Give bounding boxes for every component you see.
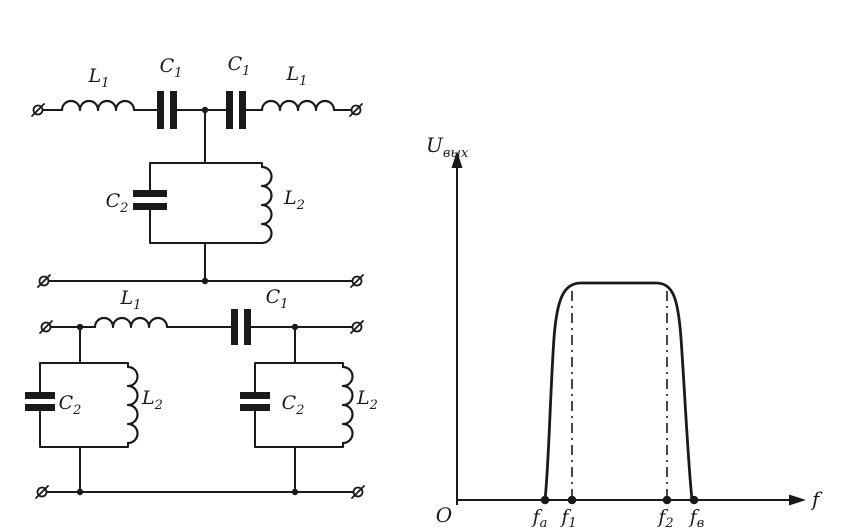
- x-axis-arrow-icon: [789, 494, 806, 506]
- label-capacitor-c2-left: C2: [59, 392, 82, 418]
- t-section-wires: [42, 109, 353, 282]
- terminal-top-left: [39, 320, 53, 334]
- frequency-response-graph: Uвых f O fа f1 f2 fв: [426, 133, 823, 529]
- junction-dot: [291, 488, 299, 496]
- terminal-bottom-left: [37, 274, 51, 288]
- axis-point-fv: [689, 495, 699, 505]
- junction-dot: [201, 106, 209, 114]
- capacitor-plate: [170, 91, 177, 129]
- label-inductor-l1: L1: [120, 287, 142, 313]
- axis-point-f2: [662, 495, 672, 505]
- capacitor-plate: [133, 190, 167, 197]
- inductor-l1-series: [93, 316, 169, 329]
- tick-label-f1: f1: [559, 506, 576, 529]
- capacitor-plate: [244, 309, 251, 345]
- capacitor-plate: [25, 404, 55, 411]
- junction-dot: [201, 277, 209, 285]
- tick-label-fa: fа: [531, 506, 548, 529]
- capacitor-plate: [231, 309, 238, 345]
- terminal-top-right: [349, 103, 363, 117]
- label-inductor-l2: L2: [283, 187, 305, 213]
- terminal-top-left: [31, 103, 45, 117]
- capacitor-c2-shunt: [133, 190, 167, 210]
- capacitor-c2-right-shunt: [240, 392, 270, 411]
- inductor-l1-right: [260, 99, 336, 112]
- label-inductor-l2-right: L2: [356, 387, 378, 413]
- capacitor-plate: [226, 91, 233, 129]
- axis-point-f1: [567, 495, 577, 505]
- label-inductor-l2-left: L2: [141, 387, 163, 413]
- response-curve: [543, 281, 694, 502]
- capacitor-c2-left-shunt: [25, 392, 55, 411]
- capacitor-plate: [239, 91, 246, 129]
- tick-label-fv: fв: [688, 506, 705, 529]
- junction-dot: [76, 488, 84, 496]
- pi-section-wires: [39, 326, 354, 493]
- junction-dot: [291, 323, 299, 331]
- capacitor-plate: [133, 203, 167, 210]
- axes-lines: [456, 164, 792, 505]
- label-inductor-l1-right: L1: [286, 63, 308, 89]
- label-capacitor-c1: C1: [266, 286, 289, 312]
- terminal-top-right: [350, 320, 364, 334]
- capacitor-plate: [240, 404, 270, 411]
- terminal-bottom-right: [350, 274, 364, 288]
- capacitor-c1-right: [226, 91, 246, 129]
- junction-dot: [76, 323, 84, 331]
- inductor-l2-right-shunt: [341, 365, 354, 445]
- capacitor-plate: [25, 392, 55, 399]
- capacitor-c1-series: [231, 309, 251, 345]
- y-axis-label: Uвых: [426, 133, 469, 161]
- y-axis-arrow-icon: [451, 151, 463, 168]
- inductor-l1-left: [60, 99, 136, 112]
- t-section-circuit: L1 C1 C1 L1 C2 L2: [31, 53, 364, 288]
- label-capacitor-c2-right: C2: [282, 392, 305, 418]
- label-capacitor-c1-left: C1: [160, 55, 183, 81]
- capacitor-c1-left: [157, 91, 177, 129]
- terminal-bottom-right: [351, 485, 365, 499]
- origin-label: O: [436, 503, 452, 527]
- capacitor-plate: [157, 91, 164, 129]
- label-capacitor-c2: C2: [106, 190, 129, 216]
- label-capacitor-c1-right: C1: [228, 53, 251, 79]
- capacitor-plate: [240, 392, 270, 399]
- x-axis-label: f: [810, 487, 823, 511]
- axis-point-fa: [540, 495, 550, 505]
- inductor-l2-shunt: [260, 165, 273, 245]
- pi-section-circuit: L1 C1 C2 L2 C2 L2: [25, 286, 378, 499]
- inductor-l2-left-shunt: [126, 365, 139, 445]
- terminal-bottom-left: [35, 485, 49, 499]
- label-inductor-l1-left: L1: [88, 65, 110, 91]
- tick-label-f2: f2: [656, 506, 673, 529]
